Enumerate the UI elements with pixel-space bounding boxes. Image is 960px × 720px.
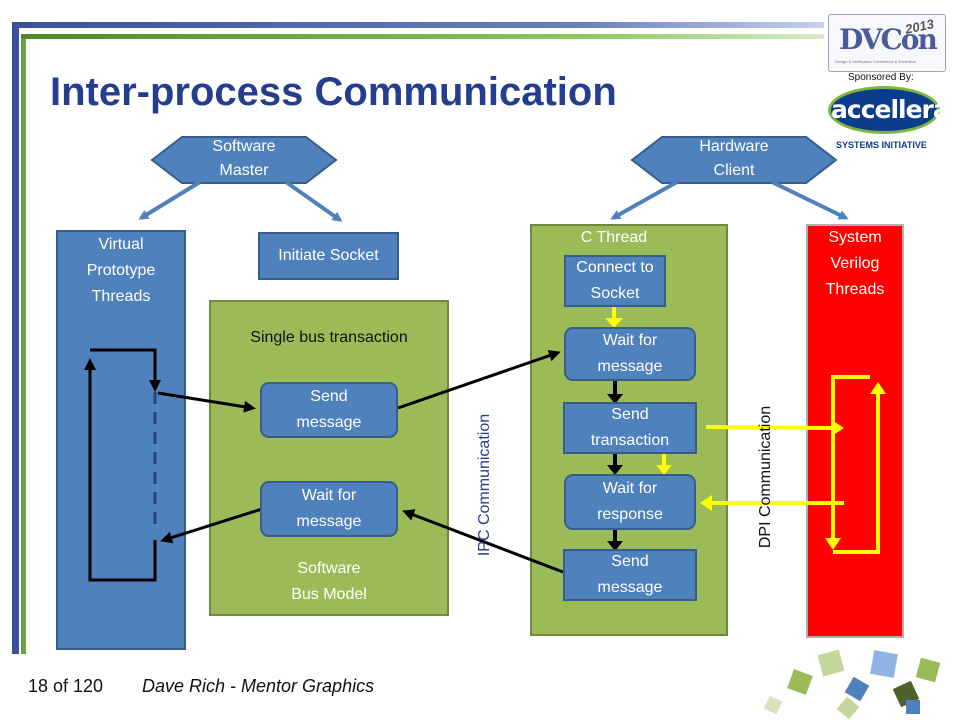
hardware-client-shape: [630, 136, 838, 184]
sponsored-by-label: Sponsored By:: [848, 72, 914, 83]
wait-for-message-line1: Wait for: [301, 487, 357, 504]
send-transaction-line2: transaction: [590, 432, 670, 449]
system-verilog-label-line2: Verilog: [830, 255, 880, 272]
ipc-arrow-from-c-thread: [402, 509, 564, 574]
ipc-communication-label: IPC Communication: [476, 413, 493, 557]
accellera-logo-text: accellera: [831, 95, 950, 124]
arrow-to-send-message: [157, 391, 256, 413]
c-send-message-box: Send message: [563, 549, 697, 601]
wait-for-message-line2: message: [296, 513, 362, 530]
virtual-prototype-label-line2: Prototype: [86, 262, 156, 279]
software-bus-model-label: Software Bus Model: [209, 556, 449, 608]
virtual-prototype-label: Virtual Prototype Threads: [56, 232, 186, 310]
arrow-connect-to-wait-head: [605, 318, 623, 328]
connect-to-socket-box: Connect to Socket: [564, 255, 666, 307]
accellera-logo-subtitle: SYSTEMS INITIATIVE: [836, 140, 927, 150]
dpi-arrow-from-sv-head: [700, 495, 712, 511]
arrow-wait-to-send-tx-head: [607, 394, 623, 404]
system-verilog-label-line3: Threads: [825, 281, 885, 298]
software-master-label: Software Master: [182, 135, 306, 183]
dpi-arrow-to-sv: [705, 425, 833, 430]
software-master-shape: [150, 136, 338, 184]
c-wait-for-message-box: Wait for message: [564, 327, 696, 381]
single-bus-transaction-label: Single bus transaction: [250, 329, 408, 346]
footer-author: Dave Rich - Mentor Graphics: [142, 676, 375, 696]
virtual-prototype-loop: [84, 348, 161, 582]
send-transaction-line1: Send: [611, 406, 649, 423]
hardware-client-label-line2: Client: [713, 162, 755, 179]
software-master-label-line1: Software: [212, 138, 276, 155]
dvcon-logo-tagline: Design & Verification Conference & Exhib…: [835, 59, 916, 64]
wait-for-response-line1: Wait for: [602, 480, 658, 497]
dpi-communication-label: DPI Communication: [757, 405, 774, 549]
virtual-prototype-label-line1: Virtual: [98, 236, 144, 253]
connect-to-socket-line2: Socket: [590, 285, 640, 302]
frame-bar-blue: [12, 22, 19, 654]
slide-title: Inter-process Communication: [50, 70, 617, 114]
virtual-prototype-label-line3: Threads: [91, 288, 151, 305]
send-transaction-box: Send transaction: [563, 402, 697, 454]
accellera-logo: accellera: [828, 86, 950, 134]
initiate-socket-box: Initiate Socket: [258, 232, 399, 280]
page-number: 18 of 120: [28, 676, 104, 696]
arrow-to-initiate-socket: [284, 180, 343, 222]
arrow-from-wait-message: [160, 507, 263, 544]
arrow-to-system-verilog: [771, 180, 849, 220]
connect-to-socket-line1: Connect to: [576, 259, 654, 276]
frame-bar-green: [21, 34, 26, 654]
wait-for-response-line2: response: [597, 506, 663, 523]
send-message-line2: message: [296, 414, 362, 431]
software-bus-model-label-line1: Software: [297, 560, 361, 577]
initiate-socket-label: Initiate Socket: [278, 247, 379, 264]
frame-line-green: [21, 34, 824, 39]
system-verilog-loop: [825, 375, 886, 554]
ipc-arrow-to-c-thread: [397, 349, 561, 410]
c-send-message-line1: Send: [611, 553, 649, 570]
software-master-label-line2: Master: [219, 162, 269, 179]
wait-for-message-box: Wait for message: [260, 481, 398, 537]
system-verilog-label: System Verilog Threads: [806, 225, 904, 303]
arrow-to-virtual-prototype: [138, 180, 202, 220]
send-message-line1: Send: [310, 388, 348, 405]
c-thread-title: C Thread: [580, 229, 648, 246]
software-bus-model-label-line2: Bus Model: [291, 586, 367, 603]
c-send-message-line2: message: [597, 579, 663, 596]
corner-decoration: [763, 649, 941, 720]
hardware-client-label-line1: Hardware: [699, 138, 769, 155]
frame-line-blue: [12, 22, 824, 28]
software-bus-model: [209, 300, 449, 616]
c-wait-for-message-line1: Wait for: [602, 332, 658, 349]
dvcon-logo-text: DVCon: [839, 23, 938, 56]
c-wait-for-message-line2: message: [597, 358, 663, 375]
dvcon-logo: DVCon 2013 Design & Verification Confere…: [828, 14, 946, 72]
wait-for-response-box: Wait for response: [564, 474, 696, 530]
send-message-box: Send message: [260, 382, 398, 438]
hardware-client-label: Hardware Client: [662, 135, 806, 183]
system-verilog-label-line1: System: [828, 229, 882, 246]
arrow-to-c-thread: [610, 180, 678, 220]
arrow-send-tx-to-wait-resp-head: [607, 465, 623, 475]
arrow-yellow-send-tx-to-wait-resp-head: [656, 465, 672, 475]
arrow-wait-resp-to-send-msg-head: [607, 541, 623, 551]
system-verilog-threads: [806, 224, 904, 638]
